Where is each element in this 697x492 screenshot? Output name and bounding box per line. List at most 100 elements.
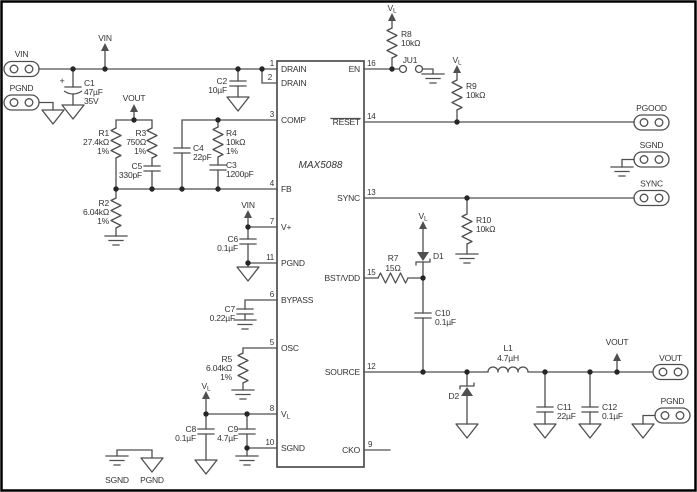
r8-value: 10kΩ: [401, 38, 420, 48]
ic-max5088: [276, 60, 365, 468]
connector-pgood: [633, 114, 670, 131]
r1-tol: 1%: [97, 146, 110, 156]
resistor-symbols: [110, 27, 473, 384]
vl-rail-label-r8: VL: [388, 3, 397, 15]
vout-connector-label: VOUT: [659, 353, 682, 363]
connector-vout: [652, 363, 689, 381]
pin-cko-label: CKO: [342, 445, 360, 455]
r9-value: 10kΩ: [466, 90, 485, 100]
connector-labels: VIN PGND PGOOD SGND SYNC VOUT PGND: [10, 49, 685, 406]
pin-sync-label: SYNC: [337, 193, 360, 203]
sync-connector-label: SYNC: [640, 179, 663, 189]
vl-rail-label-d1: VL: [419, 211, 428, 223]
c10-value: 0.1µF: [435, 317, 456, 327]
vin-rail-label-vplus: VIN: [241, 200, 255, 210]
pin-number-9: 9: [368, 440, 373, 449]
r5-tol: 1%: [220, 372, 233, 382]
pin-vl-label: VL: [281, 409, 290, 421]
c3-ref: C3: [226, 160, 237, 170]
triangle-grounds: [41, 96, 655, 475]
pin-number-3: 3: [270, 110, 275, 119]
pin-vl-main: V: [281, 409, 287, 419]
c8-ref: C8: [186, 424, 197, 434]
connector-pgnd-top: [3, 94, 40, 111]
vl-rail-label-pin8: VL: [202, 381, 211, 393]
r3-ref: R3: [136, 128, 147, 138]
r7-value: 15Ω: [385, 263, 400, 273]
pgnd-out-connector-label: PGND: [661, 396, 685, 406]
c7-ref: C7: [225, 304, 236, 314]
inductor-l1: [487, 366, 529, 373]
vl-rail-label-r9: VL: [453, 55, 462, 67]
r10-value: 10kΩ: [476, 224, 495, 234]
resistor-r9: [451, 79, 463, 111]
connector-sgnd: [633, 151, 670, 168]
r3-value: 750Ω: [126, 137, 146, 147]
d1-ref: D1: [433, 251, 444, 261]
c10-ref: C10: [435, 308, 450, 318]
r1-ref: R1: [99, 128, 110, 138]
vl-sub: L: [207, 386, 211, 393]
ic-pin-numbers: 1 2 3 4 7 11 6 5 8 10 16 14 13 15 12 9: [266, 59, 377, 449]
d2-ref: D2: [449, 391, 460, 401]
pin-sgnd-label: SGND: [281, 443, 305, 453]
c11-value: 22µF: [557, 411, 576, 421]
c2-ref: C2: [217, 76, 228, 86]
r2-tol: 1%: [97, 216, 110, 226]
pin-number-11: 11: [266, 253, 275, 262]
pin-drain1-label: DRAIN: [281, 64, 307, 74]
component-labels: + C1 47µF 35V C2 10µF R1 27.4kΩ 1% R3 75…: [59, 29, 623, 485]
c5-value: 330pF: [119, 170, 142, 180]
diode-d2: [459, 382, 475, 396]
c1-curved-plate: [63, 90, 83, 95]
c7-value: 0.22µF: [210, 313, 235, 323]
resistor-r1: [110, 127, 122, 159]
pin-number-15: 15: [367, 268, 376, 277]
c6-value: 0.1µF: [217, 243, 238, 253]
vl-sub: L: [424, 216, 428, 223]
vl-main: V: [202, 381, 208, 391]
vout-rail-label-out: VOUT: [606, 337, 629, 347]
pin-bypass-label: BYPASS: [281, 295, 314, 305]
vout-rail-label-div: VOUT: [123, 93, 146, 103]
r8-ref: R8: [401, 29, 412, 39]
resistor-r7: [377, 272, 409, 284]
sgnd-tie-label: SGND: [105, 475, 129, 485]
c12-ref: C12: [602, 402, 617, 412]
c9-value: 4.7µF: [217, 433, 238, 443]
pin-osc-label: OSC: [281, 343, 299, 353]
vl-main: V: [453, 55, 459, 65]
pin-number-12: 12: [367, 362, 376, 371]
pin-number-7: 7: [270, 217, 275, 226]
c1-rating: 35V: [84, 96, 99, 106]
r5-value: 6.04kΩ: [206, 363, 232, 373]
pin-reset-label: RESET: [333, 117, 360, 127]
pin-number-4: 4: [270, 179, 275, 188]
earth-grounds: [104, 73, 634, 466]
pin-number-10: 10: [266, 438, 275, 447]
resistor-r10: [461, 213, 473, 245]
connector-pgnd-out: [654, 407, 691, 424]
pin-number-2: 2: [268, 73, 273, 82]
c6-ref: C6: [228, 234, 239, 244]
pin-number-6: 6: [270, 290, 275, 299]
c1-value: 47µF: [84, 87, 103, 97]
vl-main: V: [419, 211, 425, 221]
connector-sync: [633, 189, 670, 207]
r7-ref: R7: [388, 253, 399, 263]
wires: [38, 20, 656, 461]
vl-sub: L: [393, 8, 397, 15]
c1-ref: C1: [84, 78, 95, 88]
diode-d1: [415, 252, 431, 266]
pin-number-1: 1: [270, 59, 275, 68]
c4-value: 22pF: [193, 152, 212, 162]
pin-comp-label: COMP: [281, 115, 306, 125]
r1-value: 27.4kΩ: [83, 137, 109, 147]
vin-rail-label-top: VIN: [98, 33, 112, 43]
c3-value: 1200pF: [226, 169, 254, 179]
l1-value: 4.7µH: [497, 353, 519, 363]
r4-value: 10kΩ: [226, 137, 245, 147]
pin-en-label: EN: [349, 64, 360, 74]
